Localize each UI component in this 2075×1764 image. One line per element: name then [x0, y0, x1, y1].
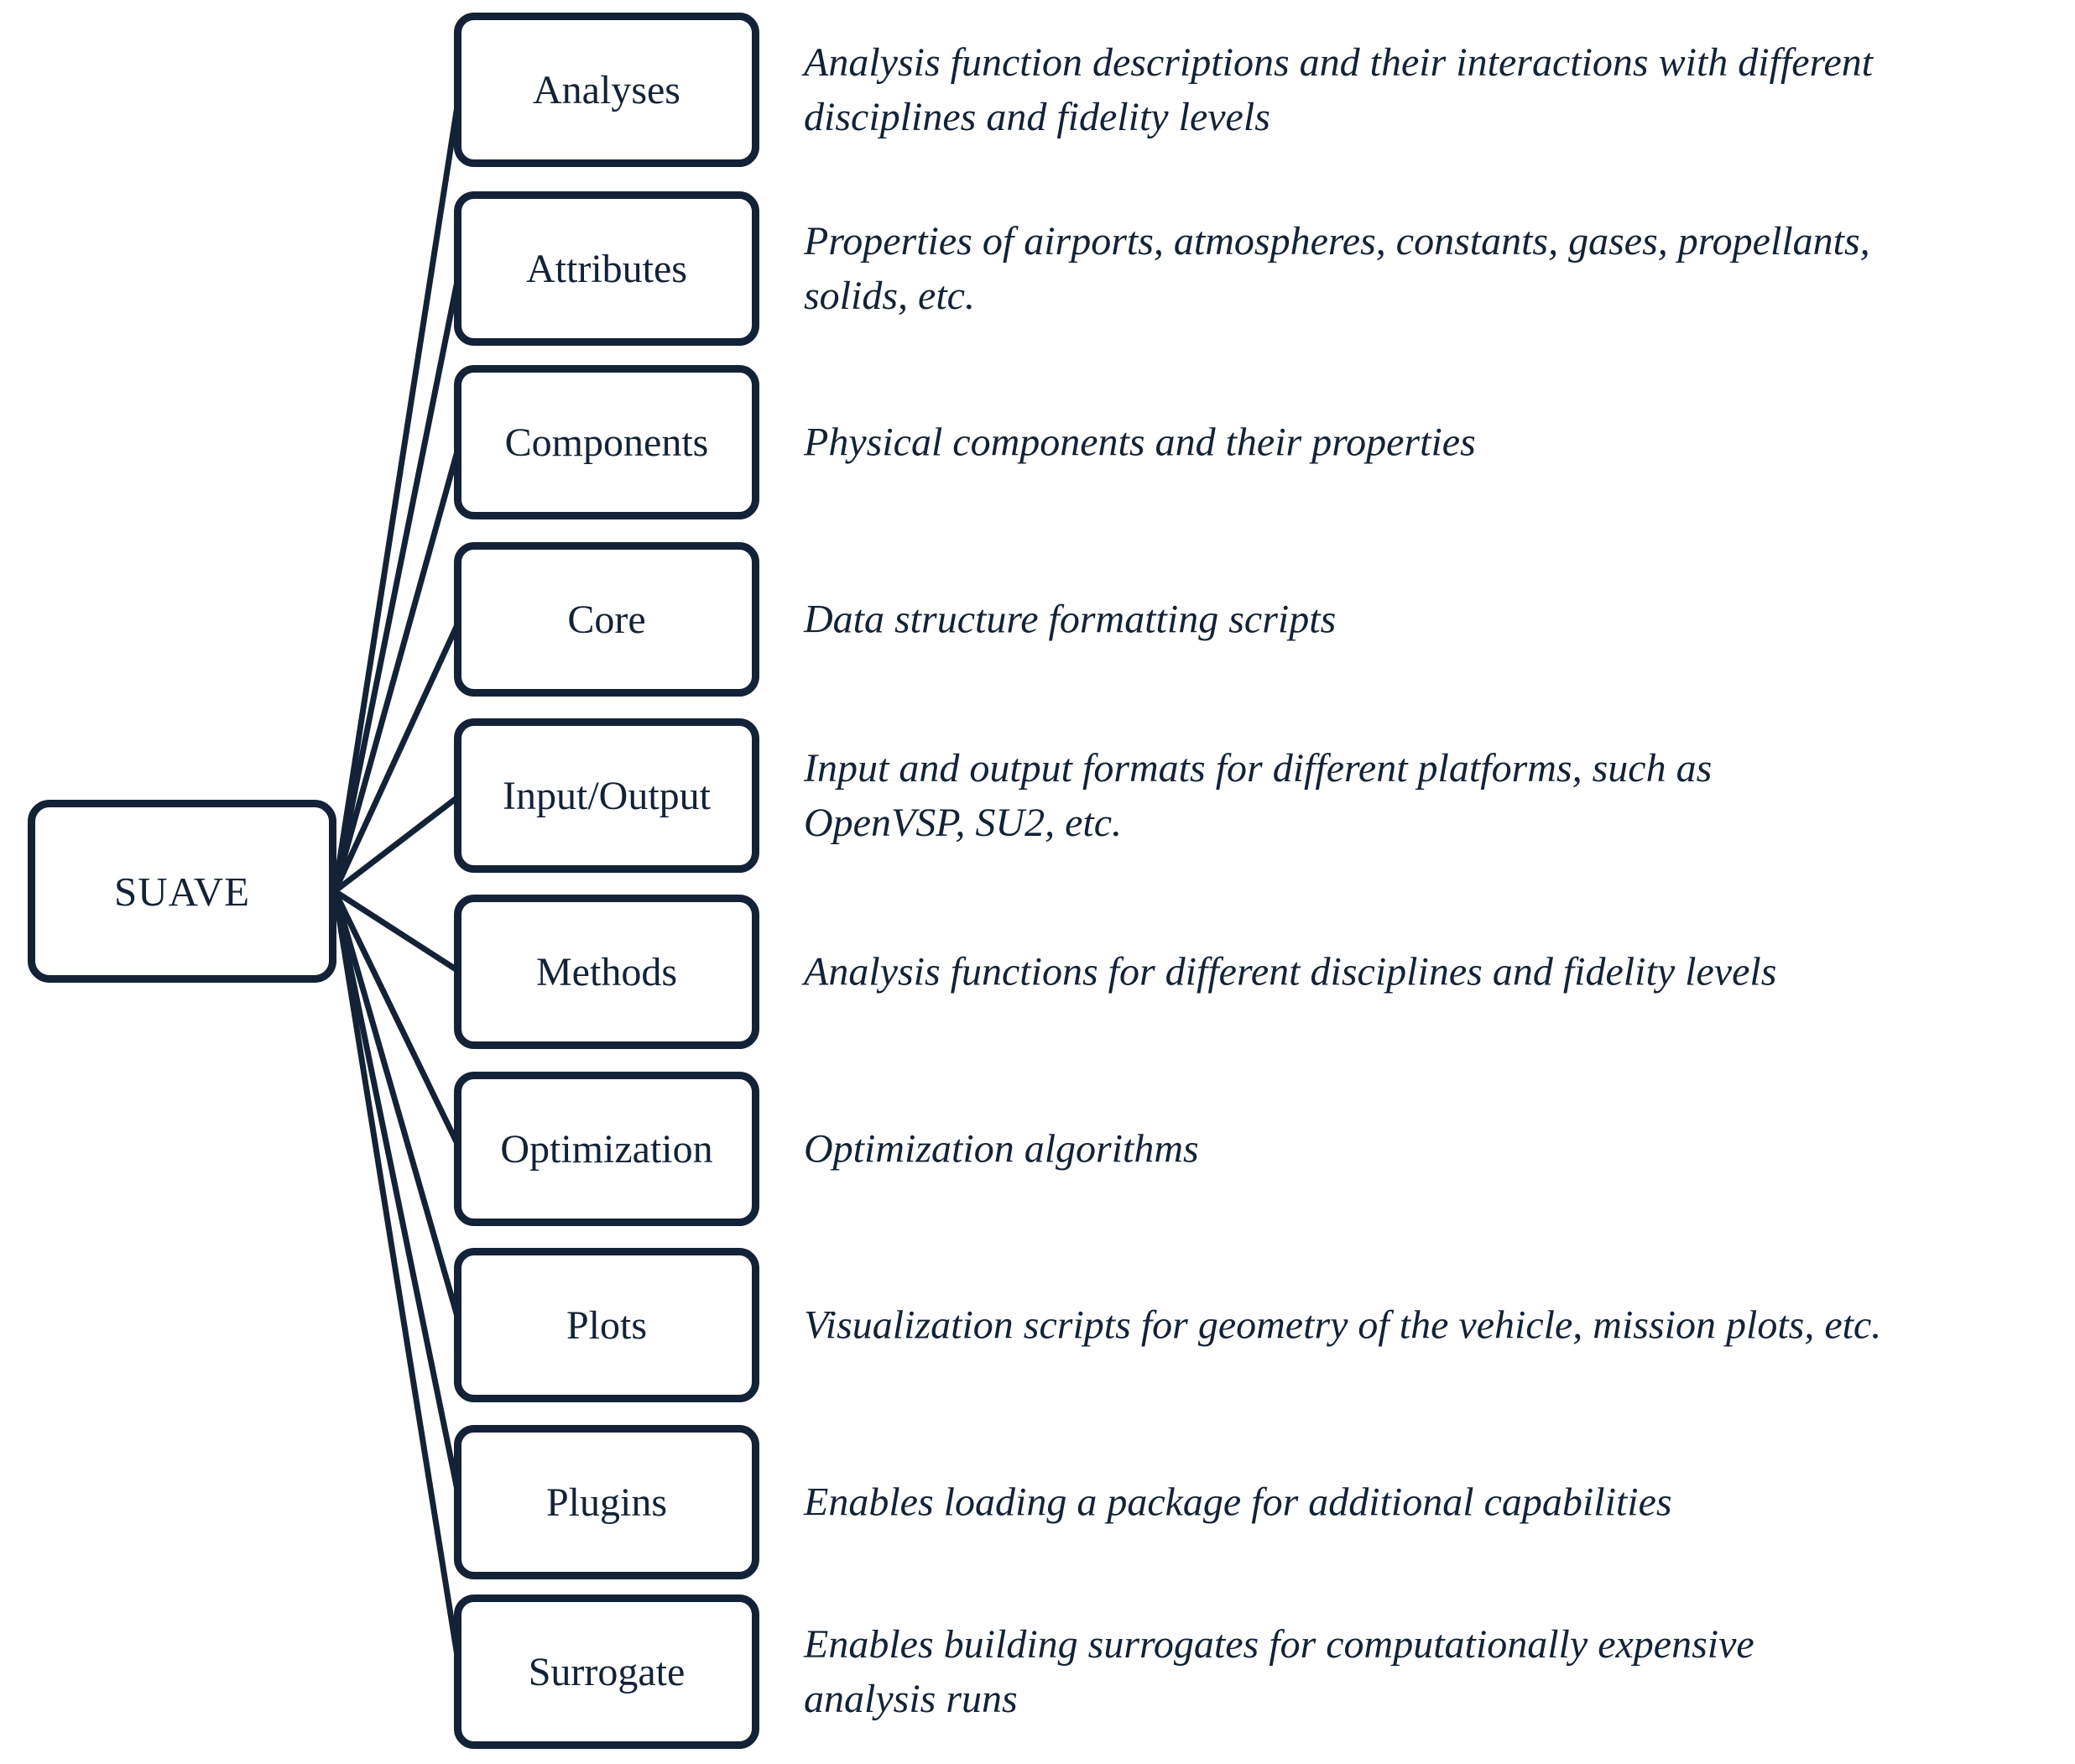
node-description: Input and output formats for different p…	[804, 746, 1713, 845]
node-label: Attributes	[526, 246, 687, 291]
node-label: Core	[567, 597, 646, 642]
node-description: Optimization algorithms	[804, 1126, 1199, 1172]
node-label: Input/Output	[503, 773, 711, 818]
node-label: Plugins	[545, 1480, 668, 1525]
node-row-optimization: Optimization Optimization algorithms	[0, 1072, 2075, 1226]
node-row-analyses: Analyses Analysis function descriptions …	[0, 13, 2075, 167]
node-row-input-output: Input/Output Input and output formats fo…	[0, 718, 2075, 873]
node-box-core: Core	[454, 542, 759, 697]
node-description: Physical components and their properties	[804, 420, 1476, 465]
node-description: Analysis function descriptions and their…	[804, 40, 1874, 139]
node-label: Analyses	[533, 67, 680, 112]
node-row-plugins: Plugins Enables loading a package for ad…	[0, 1425, 2075, 1579]
node-box-optimization: Optimization	[454, 1072, 759, 1226]
node-row-surrogate: Surrogate Enables building surrogates fo…	[0, 1594, 2075, 1749]
node-row-attributes: Attributes Properties of airports, atmos…	[0, 191, 2075, 346]
node-box-input-output: Input/Output	[454, 718, 759, 873]
node-box-surrogate: Surrogate	[454, 1594, 759, 1749]
node-box-plugins: Plugins	[454, 1425, 759, 1579]
node-description: Enables building surrogates for computat…	[804, 1622, 1754, 1721]
node-label: Methods	[536, 949, 677, 994]
node-description: Analysis functions for different discipl…	[804, 949, 1777, 994]
node-box-plots: Plots	[454, 1248, 759, 1402]
node-row-core: Core Data structure formatting scripts	[0, 542, 2075, 697]
node-description: Enables loading a package for additional…	[804, 1480, 1672, 1525]
root-node-label: SUAVE	[113, 868, 251, 915]
node-description: Data structure formatting scripts	[804, 597, 1337, 642]
node-box-methods: Methods	[454, 895, 759, 1049]
node-box-components: Components	[454, 365, 759, 519]
node-box-analyses: Analyses	[454, 13, 759, 167]
node-label: Optimization	[500, 1126, 713, 1172]
node-row-plots: Plots Visualization scripts for geometry…	[0, 1248, 2075, 1402]
root-node-suave: SUAVE	[28, 800, 336, 983]
node-description: Visualization scripts for geometry of th…	[804, 1302, 1882, 1348]
node-label: Surrogate	[528, 1649, 686, 1694]
node-label: Plots	[566, 1302, 648, 1348]
node-description: Properties of airports, atmospheres, con…	[804, 219, 1870, 318]
node-box-attributes: Attributes	[454, 191, 759, 346]
node-row-methods: Methods Analysis functions for different…	[0, 895, 2075, 1049]
node-row-components: Components Physical components and their…	[0, 365, 2075, 519]
node-label: Components	[504, 420, 709, 465]
